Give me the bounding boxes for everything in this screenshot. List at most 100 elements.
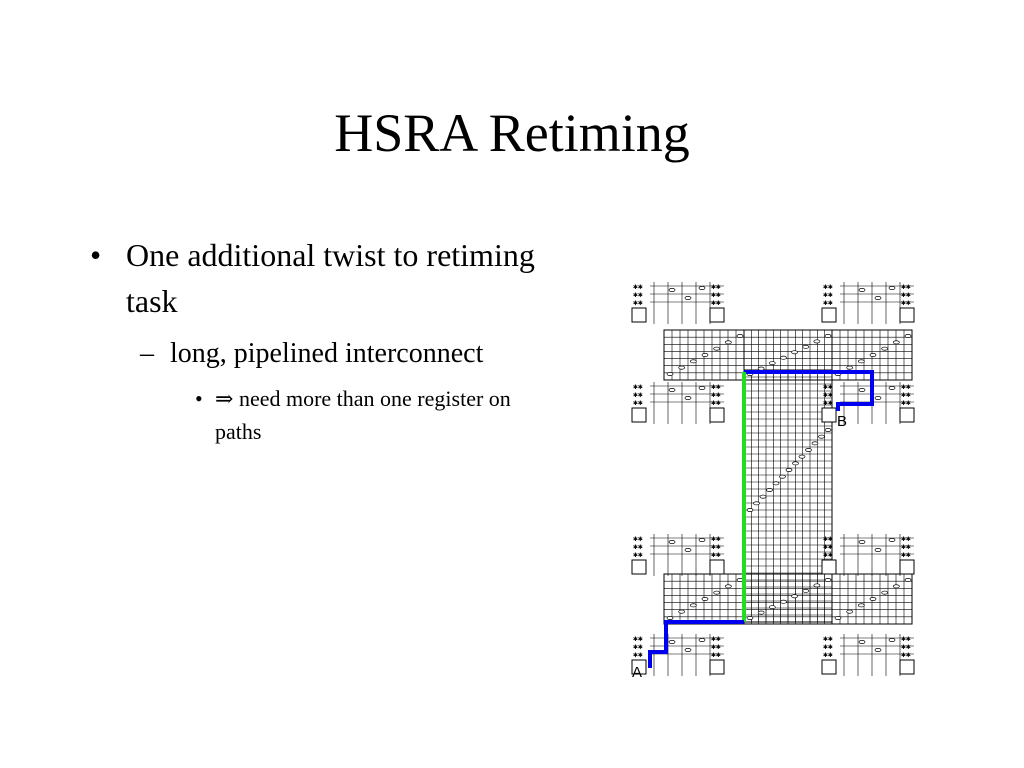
- switch-node: [668, 288, 676, 292]
- node-label-a: A: [632, 664, 642, 681]
- crossbar-glyph: ✱✱: [633, 550, 643, 559]
- implies-arrow-icon: ⇒: [215, 386, 234, 411]
- crossbar-glyph: ✱✱: [823, 534, 833, 543]
- switch-node: [904, 334, 912, 338]
- logic-block: [899, 659, 915, 675]
- logic-block: [709, 559, 725, 575]
- switch-node: [857, 603, 865, 608]
- crossbar-glyph: ✱✱: [901, 550, 911, 559]
- logic-block: [631, 407, 647, 423]
- crossbar-glyph: ✱✱: [823, 290, 833, 299]
- crossbar-glyph: ✱✱: [823, 382, 833, 391]
- switch-node: [684, 648, 692, 652]
- switch-node: [772, 481, 780, 486]
- logic-block: [821, 559, 837, 575]
- crossbar-glyph: ✱✱: [711, 550, 721, 559]
- crossbar-glyph: ✱✱: [633, 634, 643, 643]
- switch-node: [678, 365, 686, 370]
- crossbar-glyph: ✱✱: [901, 634, 911, 643]
- switch-node: [780, 599, 787, 604]
- logic-block: [631, 559, 647, 575]
- switch-node: [757, 610, 765, 615]
- switch-node: [757, 366, 765, 371]
- crossbar-glyph: ✱✱: [711, 290, 721, 299]
- logic-block: [709, 407, 725, 423]
- switch-node: [811, 441, 819, 446]
- switch-node: [858, 540, 866, 544]
- switch-node: [824, 428, 832, 432]
- switch-node: [792, 461, 799, 466]
- crossbar-glyph: ✱✱: [711, 382, 721, 391]
- switch-node: [678, 609, 686, 614]
- crossbar-glyph: ✱✱: [711, 634, 721, 643]
- logic-block: [821, 307, 837, 323]
- crossbar-glyph: ✱✱: [823, 282, 833, 291]
- logic-block: [821, 407, 837, 423]
- switch-node: [857, 359, 865, 364]
- switch-node: [684, 296, 692, 300]
- crossbar-glyph: ✱✱: [711, 650, 721, 659]
- crossbar-glyph: ✱✱: [901, 298, 911, 307]
- switch-node: [874, 548, 882, 552]
- switch-node: [701, 353, 709, 357]
- crossbar-glyph: ✱✱: [633, 542, 643, 551]
- switch-node: [666, 616, 674, 620]
- switch-node: [698, 286, 706, 290]
- logic-block: [821, 659, 837, 675]
- crossbar-glyph: ✱✱: [633, 382, 643, 391]
- crossbar-glyph: ✱✱: [901, 382, 911, 391]
- logic-block: [899, 307, 915, 323]
- switch-node: [724, 584, 732, 589]
- switch-node: [824, 578, 832, 582]
- switch-node: [824, 334, 832, 338]
- bullet-text: need more than one register on paths: [215, 386, 511, 444]
- switch-node: [874, 296, 882, 300]
- blue-route-from-a: [648, 620, 744, 668]
- bullet-text: long, pipelined interconnect: [170, 338, 484, 369]
- switch-node: [881, 590, 889, 595]
- bullet-level1: • One additional twist to retiming task: [88, 232, 548, 324]
- switch-node: [888, 286, 896, 290]
- crossbar-glyph: ✱✱: [901, 398, 911, 407]
- switch-node: [785, 468, 793, 472]
- switch-node: [753, 501, 760, 506]
- switch-node: [746, 508, 754, 512]
- switch-node: [813, 339, 821, 344]
- logic-block: [709, 307, 725, 323]
- crossbar-glyph: ✱✱: [711, 534, 721, 543]
- switch-node: [701, 597, 709, 601]
- routed-paths: [648, 370, 874, 668]
- crossbar-glyph: ✱✱: [633, 290, 643, 299]
- crossbar-glyph: ✱✱: [901, 290, 911, 299]
- switch-node: [802, 344, 810, 349]
- switch-node: [780, 355, 787, 360]
- crossbar-glyph: ✱✱: [823, 390, 833, 399]
- slide-title: HSRA Retiming: [334, 103, 690, 163]
- switch-node: [724, 340, 732, 345]
- switch-node: [698, 638, 706, 642]
- switch-node: [713, 590, 721, 595]
- switch-node: [798, 454, 806, 459]
- switch-node: [736, 334, 744, 338]
- crossbar-glyph: ✱✱: [633, 398, 643, 407]
- crossbar-glyph: ✱✱: [711, 642, 721, 651]
- switch-node: [869, 353, 877, 357]
- logic-block: [899, 407, 915, 423]
- logic-block: [709, 659, 725, 675]
- switch-node: [689, 603, 697, 608]
- interconnect-wiring: ✱✱✱✱✱✱✱✱✱✱✱✱✱✱✱✱✱✱✱✱✱✱✱✱✱✱✱✱✱✱✱✱✱✱✱✱✱✱✱✱…: [631, 282, 915, 676]
- logic-block: [631, 659, 647, 675]
- switch-node: [858, 640, 866, 644]
- crossbar-glyph: ✱✱: [711, 282, 721, 291]
- switch-node: [834, 616, 842, 620]
- logic-block: [631, 307, 647, 323]
- switch-node: [888, 638, 896, 642]
- switch-node: [846, 609, 854, 614]
- switch-node: [892, 584, 900, 589]
- switch-node: [892, 340, 900, 345]
- switch-node: [791, 594, 798, 599]
- blue-route-to-b: [744, 370, 874, 411]
- crossbar-glyph: ✱✱: [633, 282, 643, 291]
- switch-node: [818, 434, 825, 439]
- bullet-list: • One additional twist to retiming task …: [88, 232, 548, 448]
